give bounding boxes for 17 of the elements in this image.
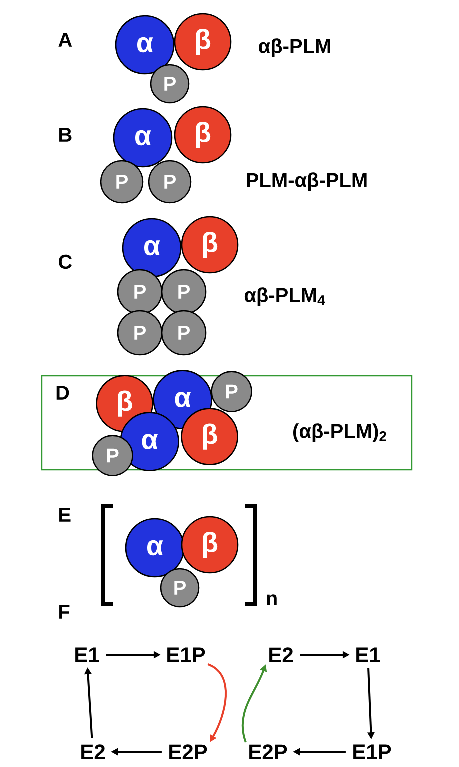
state-label: E2 bbox=[82, 744, 105, 760]
panel-letter: E bbox=[60, 508, 71, 522]
panel-letter: A bbox=[58, 33, 72, 47]
state-label: E2P bbox=[170, 744, 208, 760]
state-label: E2 bbox=[270, 648, 293, 662]
complex-label: αβ-PLM$_{4}$ bbox=[244, 288, 326, 306]
complex-label: PLM-αβ-PLM bbox=[247, 172, 367, 192]
panel-letter: B bbox=[60, 128, 72, 142]
subscript: n bbox=[267, 594, 277, 606]
state-label: E1 bbox=[76, 648, 100, 662]
state-label: E1P bbox=[354, 744, 392, 760]
state-label: E2P bbox=[250, 744, 288, 760]
panel-letter: C bbox=[59, 254, 72, 270]
state-label: E1 bbox=[356, 648, 380, 662]
complex-label: αβ-PLM bbox=[259, 38, 330, 58]
state-label: E1P bbox=[168, 648, 206, 662]
panel-letter: F bbox=[60, 605, 70, 619]
